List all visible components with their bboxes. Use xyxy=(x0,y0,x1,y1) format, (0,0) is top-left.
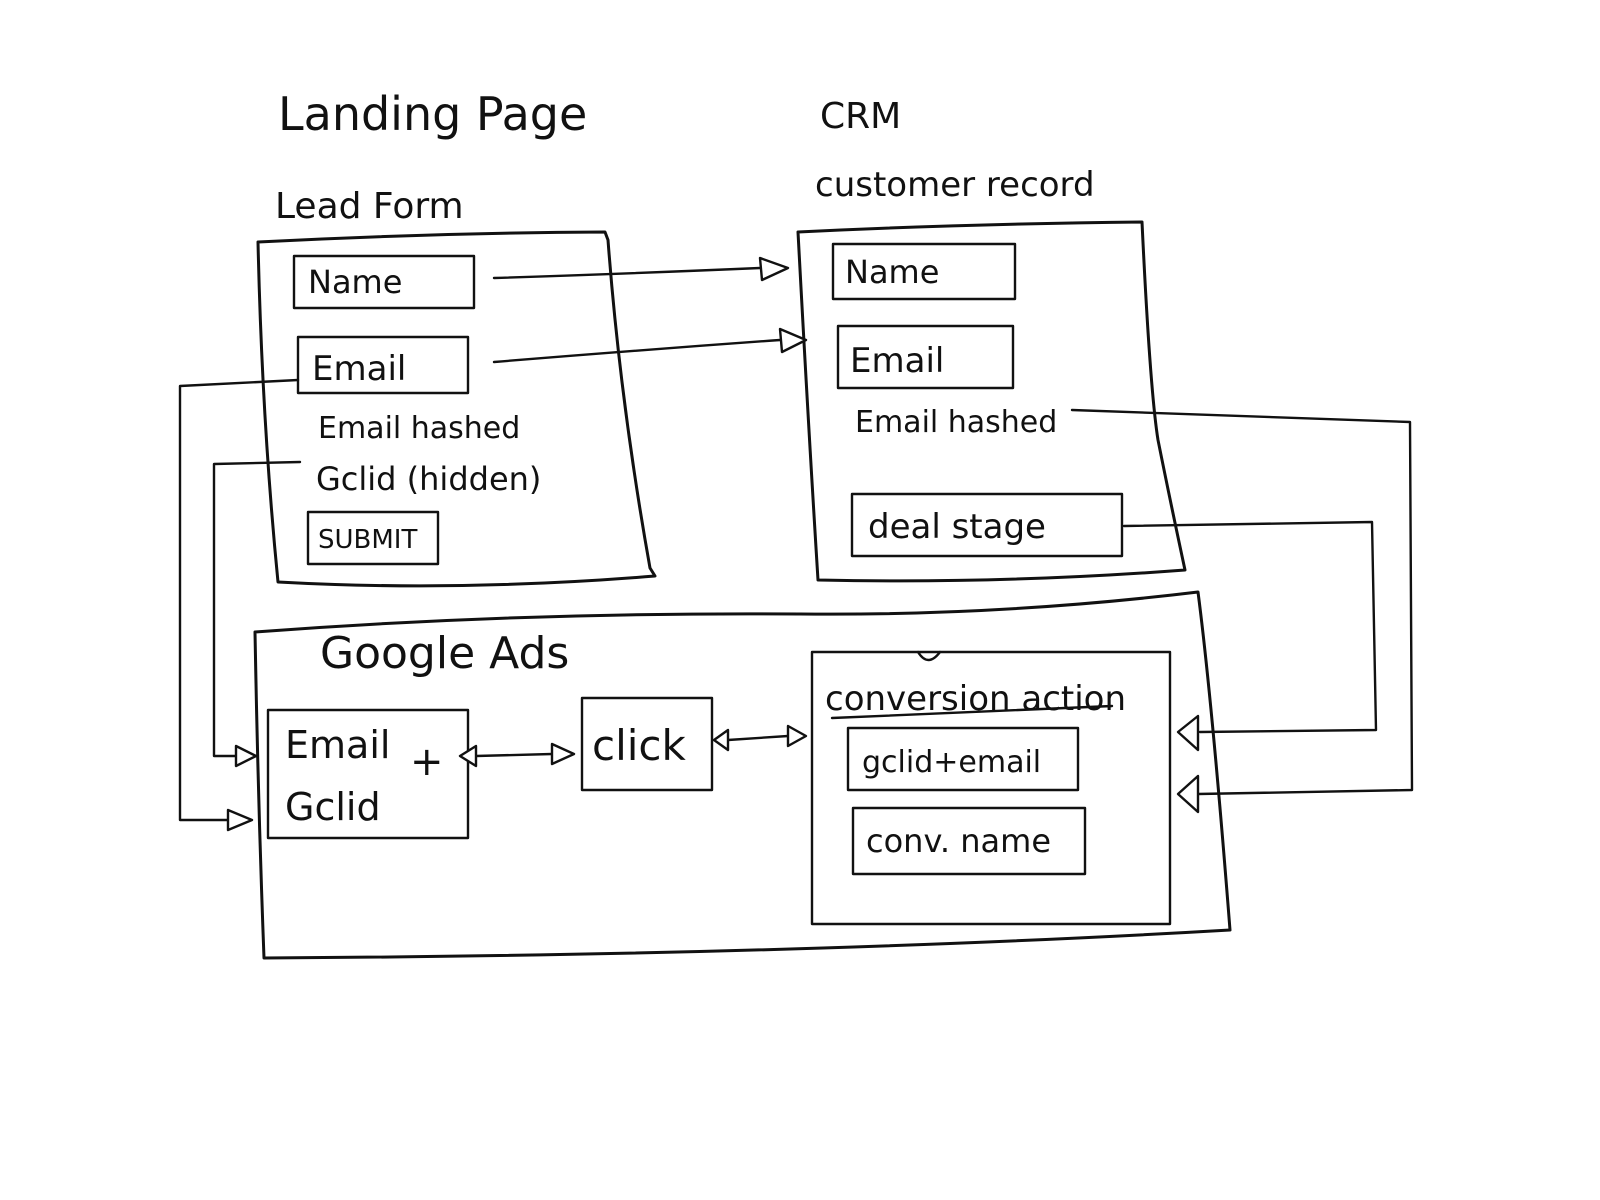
connectors xyxy=(178,256,1414,832)
google-ads-box xyxy=(253,590,1232,960)
email-gclid-gclid-label: Gclid xyxy=(285,785,381,829)
landing-page-title: Landing Page xyxy=(278,87,587,141)
google-ads-title: Google Ads xyxy=(320,628,569,679)
click-box xyxy=(580,696,714,792)
arrow-name-to-crm-head xyxy=(758,256,790,282)
arrow-deal-stage-to-conversion-head xyxy=(1176,714,1200,752)
arrow-form-gclid-to-ads xyxy=(212,460,302,758)
lead-form-box xyxy=(256,230,657,588)
arrow-emailgclid-click xyxy=(474,752,554,758)
arrow-click-conversion-right-head xyxy=(786,724,808,748)
arrow-click-conversion xyxy=(726,734,790,742)
crm-deal-stage-field xyxy=(850,492,1124,558)
lead-form-email-label: Email xyxy=(312,349,406,389)
crm-subtitle: customer record xyxy=(815,165,1095,205)
crm-name-label: Name xyxy=(845,253,939,291)
lead-form-title: Lead Form xyxy=(275,186,464,227)
crm-email-label: Email xyxy=(850,341,944,381)
click-label: click xyxy=(592,721,687,770)
crm-deal-stage-label: deal stage xyxy=(868,507,1046,547)
crm-record-box xyxy=(796,220,1187,583)
gclid-email-field xyxy=(846,726,1080,792)
email-gclid-email-label: Email xyxy=(285,723,390,767)
email-gclid-plus-label: + xyxy=(410,739,444,785)
gclid-email-label: gclid+email xyxy=(862,745,1041,780)
lead-form-name-field xyxy=(292,254,476,310)
conv-name-label: conv. name xyxy=(866,822,1051,860)
arrow-click-conversion-left-head xyxy=(712,728,730,752)
arrow-name-to-crm xyxy=(492,266,762,280)
arrow-form-email-to-ads-head xyxy=(226,808,254,832)
lead-form-gclid-label: Gclid (hidden) xyxy=(316,460,541,498)
lead-form-email-hashed-label: Email hashed xyxy=(318,411,520,446)
arrow-form-email-to-ads xyxy=(178,378,300,822)
crm-email-field xyxy=(836,324,1015,390)
lead-form-submit-button xyxy=(306,510,440,566)
conv-name-field xyxy=(851,806,1087,876)
crm-title: CRM xyxy=(820,96,901,137)
arrow-email-to-crm xyxy=(492,338,782,364)
crm-section: CRM customer record Name Email Email has… xyxy=(796,96,1187,583)
arrow-email-to-crm-head xyxy=(778,327,808,354)
lead-form-name-label: Name xyxy=(308,263,402,301)
lead-form-email-field xyxy=(296,335,470,395)
arrow-email-hashed-to-conversion xyxy=(1070,408,1414,796)
arrow-deal-stage-to-conversion xyxy=(1122,520,1378,734)
google-ads-section: Google Ads Email + Gclid click conversio… xyxy=(253,590,1232,960)
conversion-action-box xyxy=(810,650,1172,926)
arrow-form-gclid-to-ads-head xyxy=(234,744,258,768)
landing-page-section: Landing Page Lead Form Name Email Email … xyxy=(256,87,657,588)
conversion-action-tick xyxy=(916,650,942,662)
crm-name-field xyxy=(831,242,1017,301)
arrow-emailgclid-click-left-head xyxy=(458,744,478,768)
arrow-emailgclid-click-right-head xyxy=(550,742,576,766)
email-gclid-box xyxy=(266,708,470,840)
lead-form-submit-label: SUBMIT xyxy=(318,525,417,555)
conversion-action-underline xyxy=(830,704,1114,720)
crm-email-hashed-label: Email hashed xyxy=(855,405,1057,440)
arrow-email-hashed-to-conversion-head xyxy=(1176,774,1200,814)
